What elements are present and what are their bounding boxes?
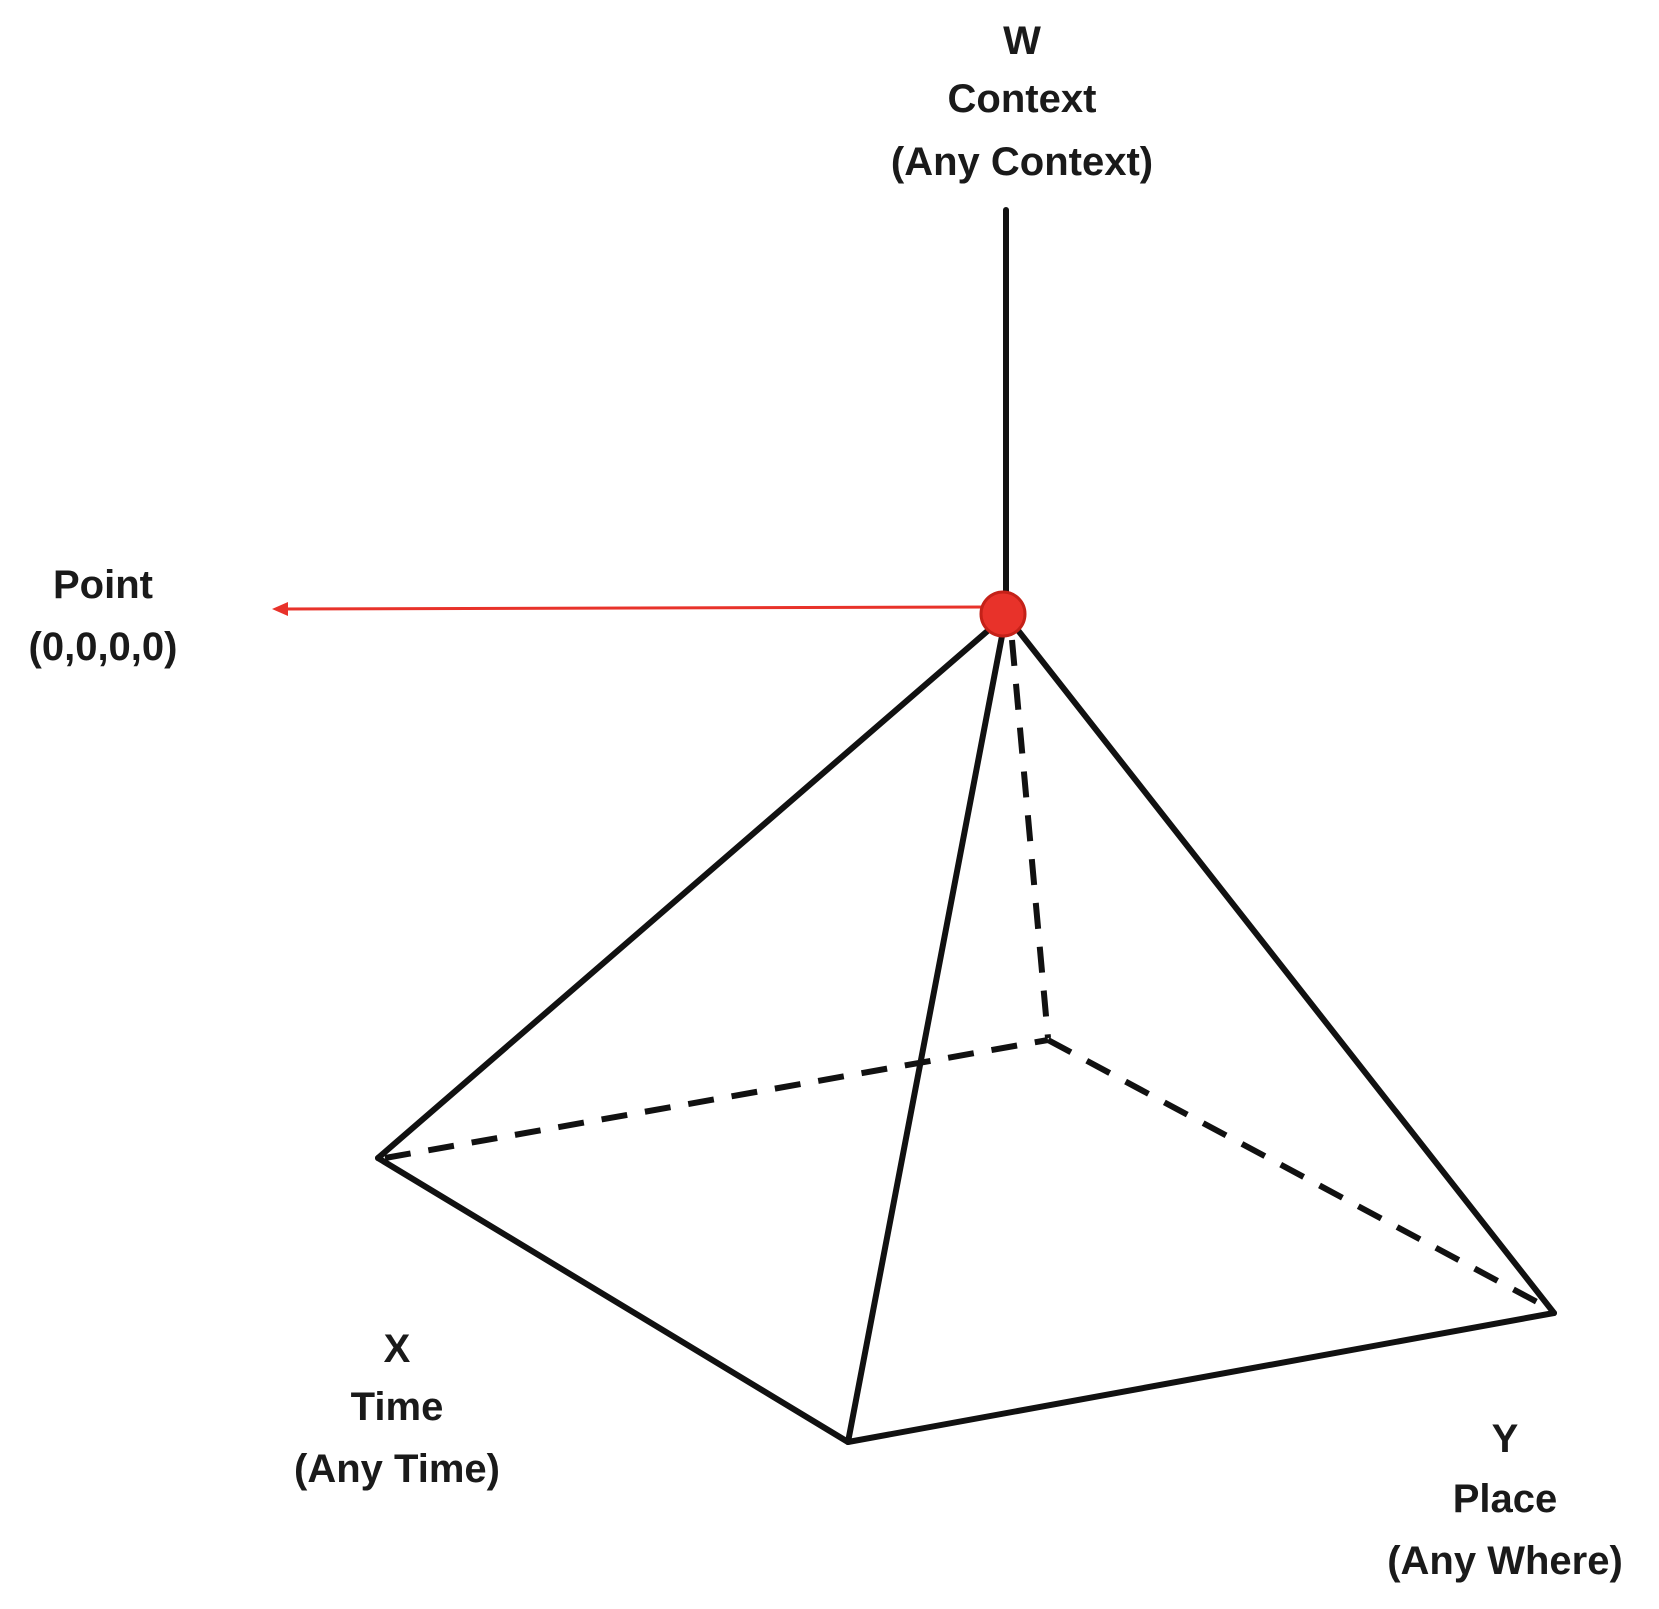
hidden-edge-left-to-back <box>384 1037 1049 1161</box>
w-axis-letter: W <box>1003 19 1041 63</box>
edge-front-to-right <box>845 1310 1557 1445</box>
x-axis-name: Time <box>351 1385 444 1429</box>
w-axis-name: Context <box>948 77 1097 121</box>
origin-pointer-arrowhead <box>272 602 288 616</box>
origin-label-coordinates: (0,0,0,0) <box>29 625 178 669</box>
y-axis-name: Place <box>1453 1477 1558 1521</box>
origin-pointer-line <box>279 605 991 611</box>
hidden-edge-back-to-right <box>1046 1037 1554 1313</box>
edge-apex-to-front <box>845 612 1009 1445</box>
x-axis-range: (Any Time) <box>294 1447 500 1491</box>
origin-point <box>979 590 1027 638</box>
w-axis-range: (Any Context) <box>891 140 1153 184</box>
edge-apex-to-left <box>375 612 1009 1161</box>
x-axis-letter: X <box>384 1327 411 1371</box>
y-axis-range: (Any Where) <box>1387 1539 1623 1583</box>
edge-left-to-front <box>375 1155 851 1445</box>
y-axis-letter: Y <box>1492 1417 1519 1461</box>
edge-apex-to-right <box>1003 612 1557 1316</box>
hidden-edge-apex-to-back <box>1009 639 1051 1039</box>
origin-label-name: Point <box>53 563 153 607</box>
